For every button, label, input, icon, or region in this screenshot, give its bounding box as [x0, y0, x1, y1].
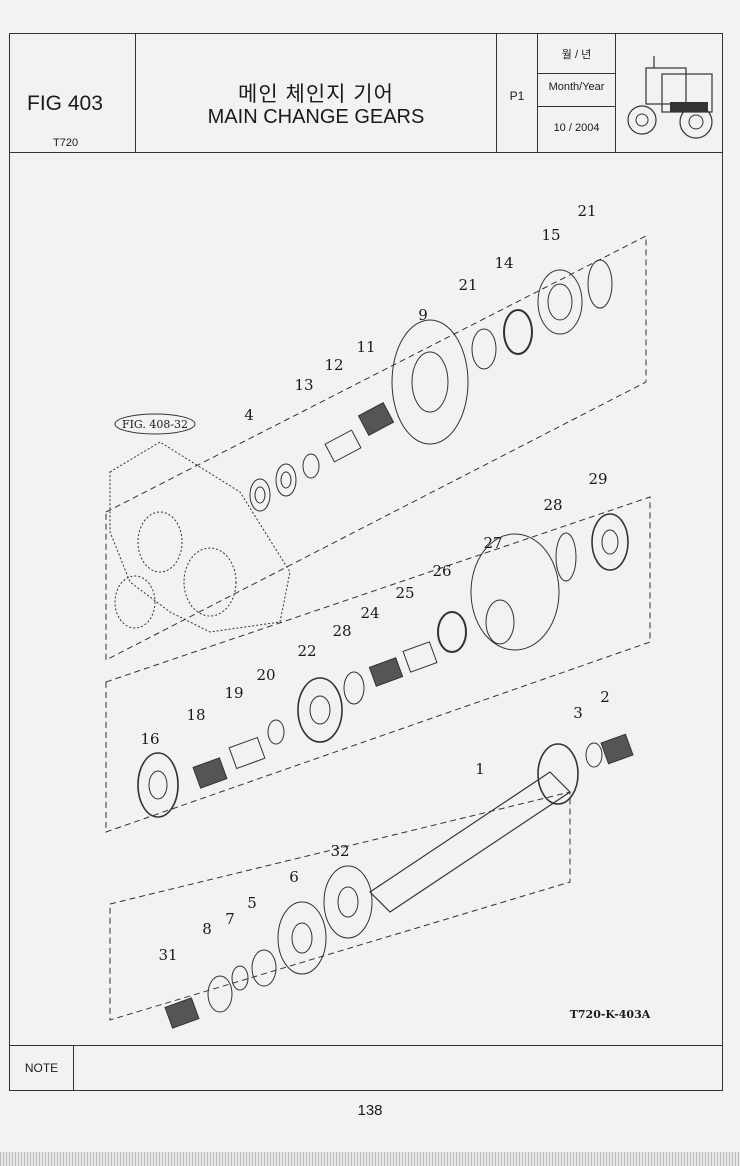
date-divider-2 — [538, 106, 615, 107]
scan-artifact — [0, 1152, 740, 1166]
fig-number: FIG 403 — [27, 92, 103, 115]
date-divider-1 — [538, 73, 615, 74]
part-label: 24 — [360, 604, 379, 622]
tractor-icon — [627, 56, 713, 139]
part-label: 25 — [395, 584, 414, 602]
main-shaft — [369, 771, 571, 913]
part-label: 18 — [186, 706, 205, 724]
month-year-korean: 월 / 년 — [561, 49, 592, 61]
part-label: 31 — [158, 946, 177, 964]
part-label: 8 — [202, 920, 212, 938]
part-label: 21 — [577, 202, 596, 220]
part-label: 19 — [224, 684, 243, 702]
page-code-cell: P1 — [497, 34, 538, 152]
title-cell: 메인 체인지 기어 MAIN CHANGE GEARS — [136, 34, 497, 152]
fig-cell: FIG 403 T720 — [10, 34, 136, 152]
title-korean: 메인 체인지 기어 — [238, 83, 394, 106]
exploded-diagram: 21 15 14 21 9 11 12 13 4 29 28 27 26 25 … — [10, 152, 722, 1045]
part-label: 12 — [324, 356, 343, 374]
part-label: 20 — [256, 666, 275, 684]
part-label: 22 — [297, 642, 316, 660]
part-label: 11 — [356, 338, 375, 356]
part-label: 27 — [483, 534, 502, 552]
part-label: 15 — [541, 226, 560, 244]
upper-assembly-box — [105, 235, 647, 661]
drawing-code: T720-K-403A — [570, 1008, 651, 1021]
part-label: 32 — [330, 842, 349, 860]
part-label: 26 — [432, 562, 451, 580]
fig-reference: FIG. 408-32 — [122, 418, 188, 431]
housing-outline — [109, 441, 291, 633]
header: FIG 403 T720 메인 체인지 기어 MAIN CHANGE GEARS… — [10, 34, 722, 153]
part-label: 16 — [140, 730, 159, 748]
tractor-icon-cell — [616, 34, 722, 152]
part-label: 4 — [244, 406, 254, 424]
part-label: 2 — [600, 688, 610, 706]
date-value: 10 / 2004 — [553, 122, 600, 134]
part-label: 13 — [294, 376, 313, 394]
part-label: 7 — [225, 910, 235, 928]
page-frame: FIG 403 T720 메인 체인지 기어 MAIN CHANGE GEARS… — [9, 33, 723, 1091]
part-label: 21 — [458, 276, 477, 294]
part-label: 28 — [332, 622, 351, 640]
title-english: MAIN CHANGE GEARS — [207, 106, 425, 128]
part-label: 6 — [289, 868, 299, 886]
part-label: 14 — [494, 254, 513, 272]
middle-assembly-box — [105, 496, 651, 833]
page-number: 138 — [357, 1102, 383, 1119]
part-label: 9 — [418, 306, 428, 324]
fig-ref-ellipse — [114, 413, 196, 435]
gear-drawing: 21 15 14 21 9 11 12 13 4 29 28 27 26 25 … — [105, 202, 651, 1029]
lower-assembly-box — [109, 791, 571, 1021]
page-code: P1 — [509, 89, 525, 103]
note-label: NOTE — [10, 1046, 74, 1091]
model-code: T720 — [53, 137, 79, 149]
month-year-label: Month/Year — [548, 81, 605, 93]
date-cell: 월 / 년 Month/Year 10 / 2004 — [538, 34, 616, 152]
part-label: 3 — [573, 704, 583, 722]
part-label: 1 — [475, 760, 485, 778]
part-label: 29 — [588, 470, 607, 488]
part-label: 28 — [543, 496, 562, 514]
note-row: NOTE — [10, 1045, 722, 1091]
part-label: 5 — [247, 894, 257, 912]
